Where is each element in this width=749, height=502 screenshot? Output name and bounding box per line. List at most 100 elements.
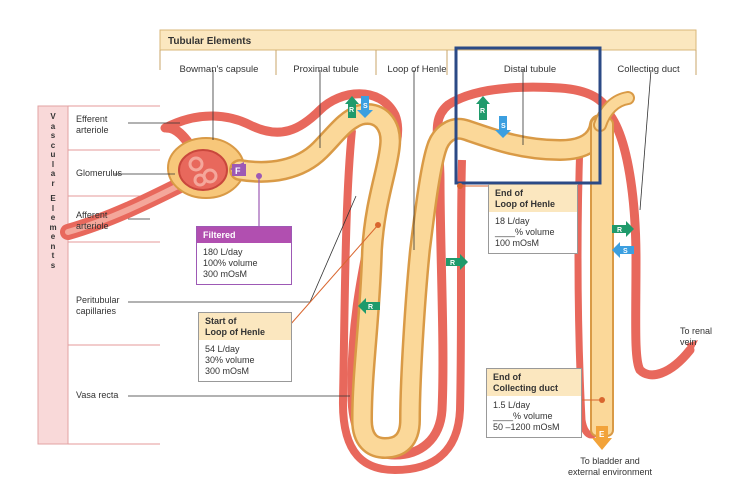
renal-vein-arrowhead [686,340,698,352]
leader-lines [114,69,652,397]
secrete-arrow-collecting: S [612,242,634,258]
header-distal-tubule: Distal tubule [503,64,557,75]
end-loop-dot [457,183,463,189]
filtration-badge: F [230,162,246,176]
start-loop-connector [289,224,379,326]
secrete-arrow-proximal: S [357,96,373,118]
label-line: Afferent [76,210,108,220]
excretion-badge: E [592,426,612,450]
vascular-letter: s [50,260,56,270]
collecting-capillary [574,139,604,439]
header-loop-of-henle: Loop of Henle [387,64,447,75]
vascular-letter: u [50,150,56,159]
distal-highlight-box [454,46,602,185]
start-loop-dot [375,222,381,228]
afferent-arteriole-highlight [65,182,183,235]
label-line: capillaries [76,306,117,316]
reabsorb-arrow-proximal: R [345,96,359,118]
filtered-box-title: Filtered [197,227,291,243]
vascular-letter: E [50,194,56,203]
vascular-letter: l [51,203,55,213]
label-line: To bladder and [580,456,640,466]
start-loop-box: Start of Loop of Henle 54 L/day 30% volu… [198,312,292,382]
end-loop-box-title: End of Loop of Henle [489,185,577,212]
label-line: external environment [567,467,653,477]
vasa-recta [338,129,466,475]
label-to-bladder: To bladder and external environment [550,456,670,478]
label-line: To renal [680,326,713,336]
vascular-letter: a [50,169,56,178]
start-loop-box-line: 30% volume [205,355,255,365]
reabsorb-arrow-collecting: R [612,221,634,237]
svg-text:R: R [349,107,354,114]
reabsorb-arrow-distal: R [476,96,490,120]
filtered-dot [256,173,262,179]
filtered-box-line: 180 L/day [203,247,243,257]
svg-text:S: S [363,103,368,110]
label-line: Peritubular [76,295,120,305]
box-title-line: Start of [205,316,237,326]
tubular-header-bar [159,29,697,51]
vascular-letter: e [50,213,56,222]
vascular-letter: t [51,251,55,260]
start-loop-box-line: 300 mOsM [205,366,250,376]
start-loop-box-line: 54 L/day [205,344,240,354]
svg-text:R: R [617,227,622,234]
filtered-box-line: 100% volume [203,258,258,268]
box-title-line: Loop of Henle [205,327,265,337]
vascular-letter: r [51,178,55,188]
tubular-header-title: Tubular Elements [168,36,252,47]
svg-text:R: R [368,304,373,311]
glomerulus-loops [188,156,218,187]
header-proximal-tubule: Proximal tubule [293,64,359,75]
label-glomerulus: Glomerulus [76,168,123,178]
vascular-letter: c [50,140,56,150]
label-afferent-arteriole: Afferent arteriole [76,210,109,232]
vascular-elements-title: V a s c u l a r E l e m e n t s [38,112,68,270]
svg-text:E: E [599,430,605,439]
vascular-letter: V [50,112,56,121]
vascular-letter: n [50,241,56,251]
end-collecting-box-line: 50 –1200 mOsM [493,422,560,432]
svg-text:R: R [450,260,455,267]
svg-text:S: S [623,248,628,255]
label-vasa-recta: Vasa recta [76,390,119,400]
filtered-box-line: 300 mOsM [203,269,248,279]
label-to-renal-vein: To renal vein [680,326,712,348]
vascular-letter: m [49,222,57,232]
svg-text:F: F [235,166,241,176]
vascular-letter: e [50,232,56,241]
end-loop-box-line: 100 mOsM [495,238,540,248]
end-collecting-box-title: End of Collecting duct [487,369,581,396]
label-line: arteriole [76,221,109,231]
vascular-letter: l [51,159,55,169]
box-title-line: Loop of Henle [495,199,555,209]
reabsorb-arrow-descending: R [358,298,380,314]
end-loop-box-line: ____% volume [495,227,555,237]
end-collecting-box-line: 1.5 L/day [493,400,531,410]
end-collecting-box-line: ____% volume [493,411,553,421]
end-collecting-dot [599,397,605,403]
box-title-line: End of [493,372,521,382]
header-bowmans-capsule: Bowman's capsule [179,64,259,75]
box-title-line: End of [495,188,523,198]
vessel-to-renal-vein [605,110,695,380]
end-loop-box-line: 18 L/day [495,216,530,226]
vascular-sidebar [37,105,69,445]
label-line: arteriole [76,125,109,135]
label-efferent-arteriole: Efferent arteriole [76,114,109,136]
vascular-letter: s [50,131,56,140]
collecting-duct [590,117,614,437]
end-collecting-box: End of Collecting duct 1.5 L/day ____% v… [486,368,582,438]
reabsorb-arrow-loop: R [446,254,468,270]
end-loop-box: End of Loop of Henle 18 L/day ____% volu… [488,184,578,254]
start-loop-box-title: Start of Loop of Henle [199,313,291,340]
filtered-box: Filtered 180 L/day 100% volume 300 mOsM [196,226,292,285]
label-line: vein [680,337,697,347]
label-peritubular-capillaries: Peritubular capillaries [76,295,120,317]
secrete-arrow-distal: S [495,116,511,138]
svg-text:S: S [501,123,506,130]
header-collecting-duct: Collecting duct [617,64,680,75]
label-line: Efferent [76,114,108,124]
